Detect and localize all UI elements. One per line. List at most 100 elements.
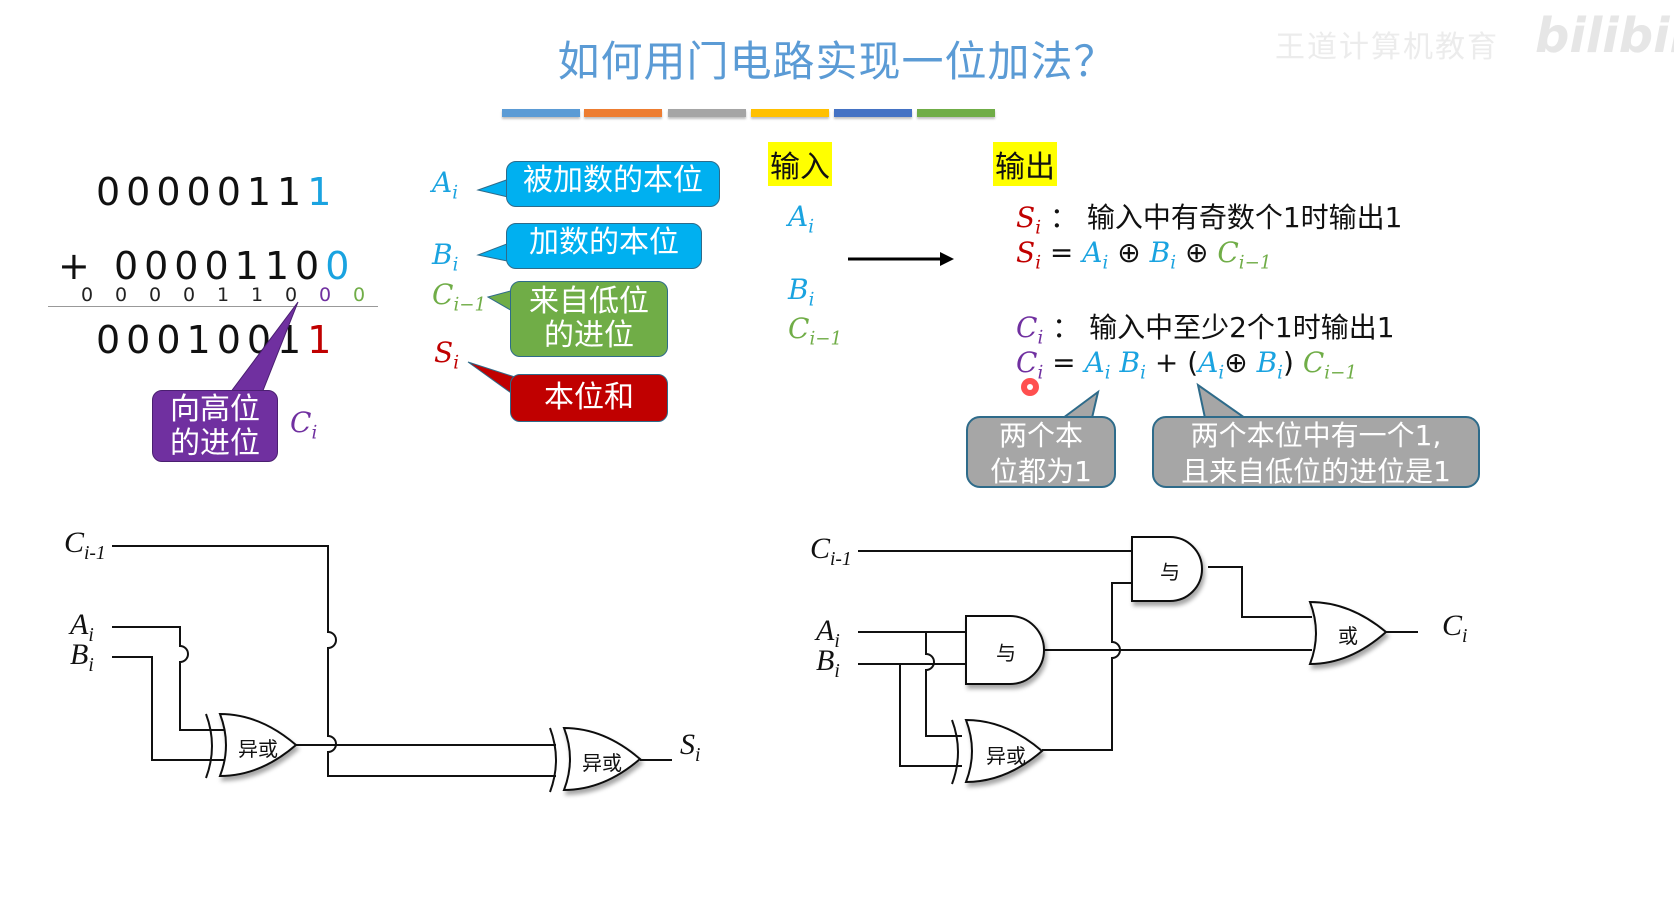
result: 00010011 bbox=[96, 318, 337, 362]
wire-xor-and2 bbox=[1042, 582, 1132, 751]
carry-xor-gate bbox=[951, 718, 1044, 785]
sum-label-ai: Ai bbox=[70, 608, 94, 647]
output-heading: 输出 bbox=[993, 142, 1057, 186]
ci-colon: ： bbox=[1052, 311, 1081, 344]
carry-xor-label: 异或 bbox=[986, 744, 1026, 768]
carry-bi-letter: B bbox=[816, 644, 835, 677]
carry-digit: 0 bbox=[114, 284, 128, 306]
ci-desc-sub: i bbox=[1037, 327, 1044, 349]
xor-symbol: ⊕ bbox=[1224, 346, 1248, 379]
ci-f-a: A bbox=[1084, 346, 1105, 379]
legend-ci1-bubble: 来自低位 的进位 bbox=[510, 281, 668, 357]
carry-ai-sub: i bbox=[834, 630, 840, 652]
sum-ai-letter: A bbox=[70, 608, 89, 641]
ci-f-c-sub: i−1 bbox=[1324, 362, 1357, 384]
si-colon: ： bbox=[1049, 201, 1078, 234]
sum-line bbox=[48, 306, 378, 307]
ci-f-a2: A bbox=[1198, 346, 1219, 379]
si-f-lhs: S bbox=[1016, 236, 1036, 269]
legend-ci1-letter: C bbox=[432, 278, 454, 311]
ci-desc-text: 输入中至少2个1时输出1 bbox=[1089, 311, 1395, 344]
ci-f-a2-sub: i bbox=[1218, 362, 1225, 384]
wire-bi-xor bbox=[899, 664, 962, 767]
si-desc-sub: i bbox=[1035, 217, 1042, 239]
carry-digit: 0 bbox=[352, 284, 366, 306]
carry-or-gate bbox=[1308, 600, 1388, 666]
si-f-eq: = bbox=[1049, 236, 1074, 269]
ci-letter: C bbox=[290, 406, 312, 439]
sum-circuit-wires bbox=[112, 545, 672, 777]
si-f-lhs-sub: i bbox=[1035, 252, 1042, 274]
sum-xor-gate-1 bbox=[205, 712, 298, 779]
carry-digit: 0 bbox=[182, 284, 196, 306]
note-left-line2: 位都为1 bbox=[990, 455, 1092, 488]
si-f-b-sub: i bbox=[1170, 252, 1177, 274]
carry-label-ci1: Ci-1 bbox=[810, 532, 852, 571]
carry-ci-sub: i bbox=[1462, 625, 1468, 647]
sum-ai-sub: i bbox=[88, 624, 94, 646]
legend-si-symbol: Si bbox=[434, 336, 459, 373]
note-one-bit-and-carry: 两个本位中有一个1, 且来自低位的进位是1 bbox=[1152, 416, 1480, 488]
sum-xor1-label: 异或 bbox=[238, 737, 278, 761]
carry-circuit-wires bbox=[858, 550, 1418, 767]
color-bar-1 bbox=[502, 109, 580, 117]
ci-sub: i bbox=[311, 422, 318, 444]
sum-bi-letter: B bbox=[70, 638, 89, 671]
si-f-b: B bbox=[1149, 236, 1171, 269]
ci-f-eq: = bbox=[1052, 346, 1076, 379]
carry-label-ai: Ai bbox=[816, 614, 840, 653]
operand-b: + 00001100 bbox=[58, 244, 355, 288]
operand-a: 00000111 bbox=[96, 170, 337, 214]
sum-ci1-letter: C bbox=[64, 526, 85, 559]
input-ci1-letter: C bbox=[788, 312, 810, 345]
operand-b-last-digit: 0 bbox=[325, 244, 356, 288]
legend-si-sub: i bbox=[453, 352, 460, 374]
color-bar-6 bbox=[917, 109, 995, 117]
input-ci1: Ci−1 bbox=[788, 312, 842, 349]
operand-b-digits: 0000110 bbox=[113, 244, 326, 288]
note-right-line1: 两个本位中有一个1, bbox=[1190, 419, 1442, 452]
ci-f-b2-sub: i bbox=[1277, 362, 1283, 384]
carry-digit: 0 bbox=[80, 284, 94, 306]
color-bar-5 bbox=[834, 109, 912, 117]
input-ci1-sub: i−1 bbox=[809, 328, 843, 350]
laser-pointer-center bbox=[1027, 384, 1033, 390]
sum-si-letter: S bbox=[680, 728, 695, 761]
carry-ai-letter: A bbox=[816, 614, 835, 647]
legend-ci1-sub: i−1 bbox=[453, 294, 487, 316]
ci-f-a-sub: i bbox=[1104, 362, 1111, 384]
input-ai-letter: A bbox=[788, 200, 809, 233]
ci-description: Ci ： 输入中至少2个1时输出1 bbox=[1016, 306, 1395, 348]
legend-bi-label: 加数的本位 bbox=[529, 225, 679, 260]
legend-bi-sub: i bbox=[452, 254, 459, 276]
carry-bubble-line2: 的进位 bbox=[170, 426, 260, 461]
carry-output-ci: Ci bbox=[1442, 609, 1467, 648]
operand-a-digits: 0000011 bbox=[96, 170, 308, 214]
legend-ci1-line1: 来自低位 bbox=[529, 284, 649, 319]
carry-ci1-sub: i-1 bbox=[830, 548, 852, 570]
input-heading: 输入 bbox=[768, 142, 832, 186]
legend-bi-bubble: 加数的本位 bbox=[506, 223, 702, 269]
si-f-c-sub: i−1 bbox=[1238, 252, 1272, 274]
legend-ai-bubble: 被加数的本位 bbox=[506, 161, 720, 207]
sum-label-bi: Bi bbox=[70, 638, 94, 677]
si-formula: Si = Ai ⊕ Bi ⊕ Ci−1 bbox=[1016, 236, 1271, 273]
xor-symbol: ⊕ bbox=[1184, 236, 1209, 269]
si-f-a-sub: i bbox=[1102, 252, 1109, 274]
sum-xor-gate-2 bbox=[549, 726, 642, 793]
carry-digit: 1 bbox=[250, 284, 264, 306]
result-last-digit: 1 bbox=[307, 318, 338, 362]
input-ai: Ai bbox=[788, 200, 814, 237]
carry-and-gate-1 bbox=[965, 615, 1045, 685]
wire-ci1-sum bbox=[112, 545, 556, 777]
carry-and-gate-2 bbox=[1131, 536, 1203, 602]
wire-ai-sum bbox=[112, 626, 232, 731]
si-f-a: A bbox=[1082, 236, 1103, 269]
carry-digit: 1 bbox=[216, 284, 230, 306]
wire-ai-xor bbox=[925, 632, 962, 737]
carry-digit: 0 bbox=[148, 284, 162, 306]
color-bar-3 bbox=[668, 109, 746, 117]
carry-out-bubble: 向高位 的进位 bbox=[152, 390, 278, 462]
